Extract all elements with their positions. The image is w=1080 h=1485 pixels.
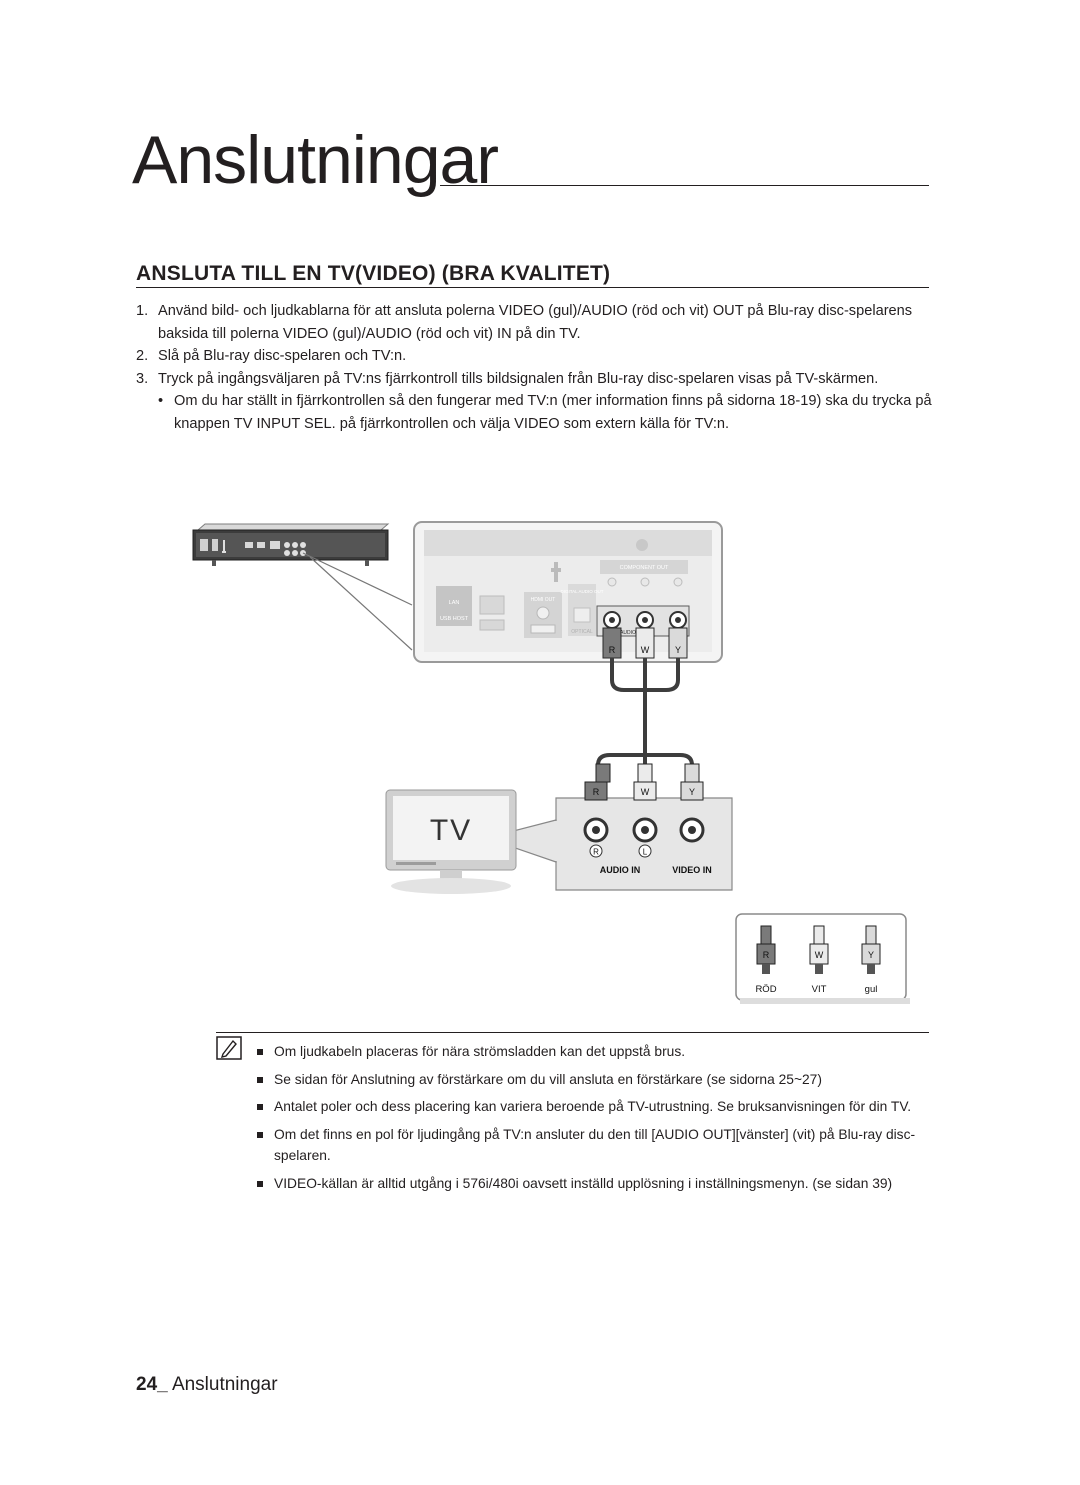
tv-label: TV <box>430 814 472 847</box>
av-cable <box>596 658 694 780</box>
tv-plug-w-label: W <box>641 787 650 797</box>
step-3: 3. Tryck på ingångsväljaren på TV:ns fjä… <box>136 368 936 391</box>
note-text: Om ljudkabeln placeras för nära strömsla… <box>274 1044 686 1059</box>
step-1: 1. Använd bild- och ljudkablarna för att… <box>136 300 936 345</box>
legend-plug-w: W <box>815 950 824 960</box>
section-title: ANSLUTA TILL EN TV(VIDEO) (BRA KVALITET) <box>136 262 611 285</box>
component-out-label: COMPONENT OUT <box>620 565 669 571</box>
legend-yellow: gul <box>865 984 878 995</box>
step-number: 1. <box>136 303 149 319</box>
jack-r-label: R <box>593 848 599 857</box>
step-2: 2. Slå på Blu-ray disc-spelaren och TV:n… <box>136 345 936 368</box>
tv-set: TV <box>385 789 517 894</box>
step-number: 2. <box>136 348 149 364</box>
step-text: Tryck på ingångsväljaren på TV:ns fjärrk… <box>158 370 879 387</box>
step-number: 3. <box>136 370 149 387</box>
step-3-bullet: • Om du har ställt in fjärrkontrollen så… <box>136 390 936 435</box>
step-text: Slå på Blu-ray disc-spelaren och TV:n. <box>158 348 407 364</box>
usb-host-label: USB HOST <box>440 616 469 622</box>
page-number: 24_ <box>136 1374 168 1395</box>
note-item: Om det finns en pol för ljudingång på TV… <box>257 1124 929 1167</box>
legend-red: RÖD <box>755 984 776 995</box>
chapter-rule <box>440 185 929 186</box>
plug-w-label: W <box>641 645 650 655</box>
note-text: VIDEO-källan är alltid utgång i 576i/480… <box>274 1175 893 1191</box>
step-text: Använd bild- och ljudkablarna för att an… <box>158 303 913 342</box>
tv-plug-y-label: Y <box>689 787 695 797</box>
cable-color-legend: R W Y RÖD VIT gul <box>735 913 910 1004</box>
note-text: Antalet poler och dess placering kan var… <box>274 1099 912 1114</box>
bullet-text: Om du har ställt in fjärrkontrollen så d… <box>174 393 932 432</box>
legend-plug-y: Y <box>868 950 874 960</box>
note-text: Om det finns en pol för ljudingång på TV… <box>274 1126 916 1164</box>
note-text: Se sidan för Anslutning av förstärkare o… <box>274 1071 822 1087</box>
video-in-label: VIDEO IN <box>672 865 712 875</box>
note-item: VIDEO-källan är alltid utgång i 576i/480… <box>257 1173 929 1195</box>
lan-label: LAN <box>449 600 460 606</box>
legend-plug-r: R <box>763 950 770 960</box>
plug-r-label: R <box>609 645 616 655</box>
note-item: Antalet poler och dess placering kan var… <box>257 1096 929 1118</box>
footer-chapter: Anslutningar <box>171 1374 278 1395</box>
instruction-steps: 1. Använd bild- och ljudkablarna för att… <box>136 300 936 435</box>
audio-out-label: AUDIO <box>620 630 636 636</box>
jack-l-label: L <box>643 848 648 857</box>
optical-label: OPTICAL <box>571 629 593 635</box>
hdmi-out-label: HDMI OUT <box>531 597 556 603</box>
bluray-player <box>192 523 390 566</box>
player-panel-zoom: LAN USB HOST HDMI OUT DIGITAL AUDIO OUT … <box>413 521 723 663</box>
notes-rule <box>216 1032 929 1033</box>
chapter-title: Anslutningar <box>132 122 499 198</box>
bullet-mark: • <box>158 393 164 409</box>
connection-diagram: LAN USB HOST HDMI OUT DIGITAL AUDIO OUT … <box>192 521 910 1004</box>
section-rule <box>136 287 929 288</box>
note-item: Om ljudkabeln placeras för nära strömsla… <box>257 1041 929 1063</box>
page-footer: 24_ Anslutningar <box>136 1374 278 1396</box>
tv-plug-r-label: R <box>593 787 600 797</box>
notes-list: Om ljudkabeln placeras för nära strömsla… <box>257 1041 929 1200</box>
tv-jack-panel: R W Y R L AUDIO IN VIDEO IN <box>483 763 733 891</box>
legend-white: VIT <box>812 984 827 995</box>
note-icon <box>216 1036 242 1060</box>
digital-audio-out-label: DIGITAL AUDIO OUT <box>560 589 603 594</box>
zoom-line <box>302 552 413 606</box>
audio-in-label: AUDIO IN <box>600 865 641 875</box>
plug-y-label: Y <box>675 645 681 655</box>
note-item: Se sidan för Anslutning av förstärkare o… <box>257 1069 929 1091</box>
zoom-line <box>309 556 413 651</box>
